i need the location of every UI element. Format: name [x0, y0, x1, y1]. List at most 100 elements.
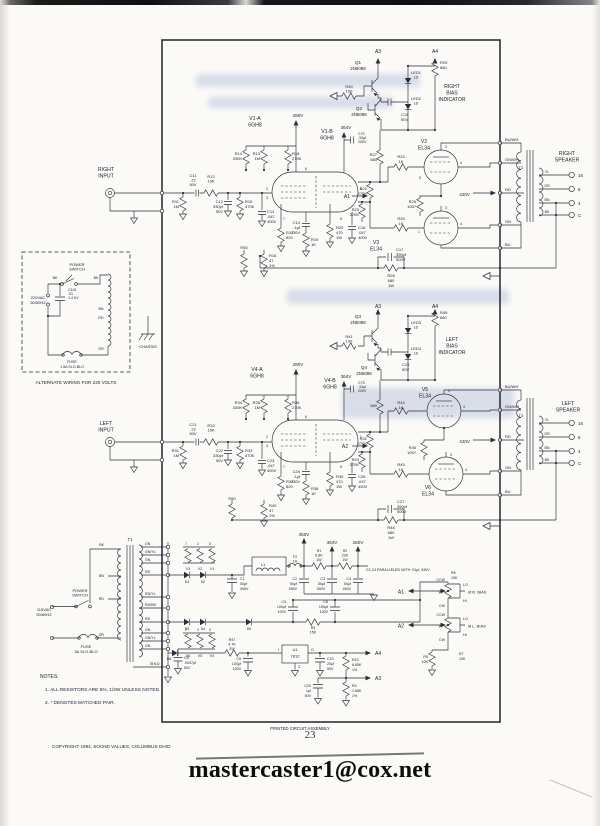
schematic-label: R22	[360, 186, 368, 191]
schematic-label: RD	[99, 597, 105, 601]
schematic-label: R44	[397, 400, 405, 405]
schematic-label: R38	[311, 486, 319, 491]
schematic-label: 2W	[229, 647, 235, 651]
schematic-label: 7	[283, 217, 285, 221]
schematic-label: 47	[269, 258, 274, 263]
schematic-label: 2	[266, 187, 268, 191]
schematic-label: 50V	[216, 458, 223, 463]
schematic-label: BK	[99, 543, 104, 547]
schematic-label: GN/WH	[505, 157, 519, 162]
schematic-label: C24	[293, 469, 301, 474]
schematic-label: R33	[245, 448, 253, 453]
schematic-label: 10K	[459, 657, 466, 661]
schematic-label: 3A SLO-BLO	[74, 649, 97, 654]
schematic-label: 10K	[422, 660, 429, 664]
schematic-label: Ø L. BIAS	[468, 624, 486, 629]
schematic-label: BIAS	[446, 344, 458, 350]
schematic-label: GN/YL	[145, 550, 156, 554]
schematic-label: V3	[373, 240, 379, 246]
schematic-label: 16	[578, 173, 583, 178]
schematic-label: D6	[167, 657, 172, 661]
schematic-label: R37	[286, 479, 294, 484]
schematic-label: RIGHT	[444, 84, 460, 90]
schematic-label: 50V	[402, 367, 409, 372]
schematic-label: C101	[68, 288, 77, 292]
schematic-label: GN	[145, 558, 151, 562]
schematic-label: 4	[460, 161, 462, 165]
schematic-label: R20	[336, 225, 344, 230]
schematic-label: R7	[459, 652, 464, 656]
schematic-label: 47	[269, 508, 274, 513]
schematic-label: 280V	[293, 362, 305, 367]
schematic-label: RD/YL	[145, 592, 156, 596]
schematic-label: 470	[336, 479, 343, 484]
schematic-label: A1	[398, 590, 404, 596]
schematic-label: 1K	[311, 242, 316, 247]
schematic-label: R50	[240, 245, 248, 250]
left-output-bus	[473, 385, 503, 530]
output-transformer-t2	[500, 142, 569, 268]
schematic-label: R25	[397, 216, 405, 221]
schematic-label: C8	[184, 656, 189, 660]
schematic-label: GN	[145, 644, 151, 648]
schematic-label: LD	[414, 352, 419, 356]
schematic-label: V4-B	[324, 378, 336, 384]
schematic-label: 450V	[299, 532, 311, 537]
schematic-label: R40	[269, 503, 277, 508]
schematic-label: A4	[432, 49, 438, 55]
schematic-label: BU/WH	[505, 384, 518, 389]
email-text: mastercaster1@cox.net	[188, 757, 432, 783]
schematic-label: V1-A	[249, 116, 261, 122]
schematic-label: 2	[197, 542, 199, 546]
schematic-label: R3	[311, 626, 316, 630]
schematic-label: .0047μf	[184, 661, 196, 665]
schematic-label: R43	[352, 457, 360, 462]
schematic-label: 1M	[254, 156, 260, 161]
schematic-label: W	[439, 625, 443, 629]
schematic-label: A3	[375, 676, 381, 682]
schematic-label: R15	[245, 199, 253, 204]
schematic-label: BN	[545, 446, 550, 450]
schematic-label: D4	[201, 627, 206, 631]
schematic-label: R19	[311, 237, 319, 242]
rectifier-and-rails	[168, 538, 378, 601]
bleedthrough-ghost-text	[208, 97, 393, 108]
schematic-label: 6.8K	[315, 554, 323, 558]
schematic-label: 16	[578, 421, 583, 426]
schematic-label: 1A	[293, 560, 298, 564]
schematic-label: 420V	[459, 439, 471, 444]
schematic-label: 100μf	[232, 662, 241, 666]
schematic-label: C5	[281, 600, 286, 604]
schematic-label: R39	[336, 474, 344, 479]
schematic-label: V3	[186, 567, 190, 571]
schematic-label: 1	[360, 435, 362, 439]
schematic-label: A3	[375, 304, 381, 310]
tube-v5-el34	[420, 389, 500, 460]
schematic-label: RD	[505, 434, 511, 439]
tube-v4-6gh8	[271, 419, 359, 463]
schematic-label: LEFT	[446, 337, 458, 343]
schematic-label: C19	[402, 362, 410, 367]
schematic-label: 15K	[207, 179, 214, 184]
right-bias-indicator-circuit	[329, 58, 439, 132]
schematic-label: 390pf	[397, 504, 408, 509]
schematic-label: 100μf	[277, 605, 286, 609]
schematic-label: 7	[283, 465, 285, 469]
schematic-label: GN/WH	[505, 404, 519, 409]
schematic-label: 680	[440, 315, 447, 320]
schematic-label: A1	[344, 194, 350, 200]
schematic-label: GN/YL	[145, 636, 156, 640]
schematic-label: A4	[375, 651, 381, 657]
schematic-label: F2	[293, 555, 297, 559]
schematic-label: 50/60HZ	[36, 612, 52, 617]
schematic-label: 2N5088	[350, 320, 366, 325]
schematic-label: 1W	[388, 535, 394, 540]
schematic-label: T2	[518, 165, 523, 170]
schematic-label: SHLD	[150, 662, 160, 666]
schematic-label: INPUT	[98, 174, 114, 180]
schematic-label: C21	[189, 422, 197, 427]
schematic-label: 1K	[399, 467, 404, 472]
schematic-label: C70	[358, 132, 365, 136]
schematic-label: Q1	[355, 60, 362, 65]
schematic-label: OR	[544, 184, 550, 188]
